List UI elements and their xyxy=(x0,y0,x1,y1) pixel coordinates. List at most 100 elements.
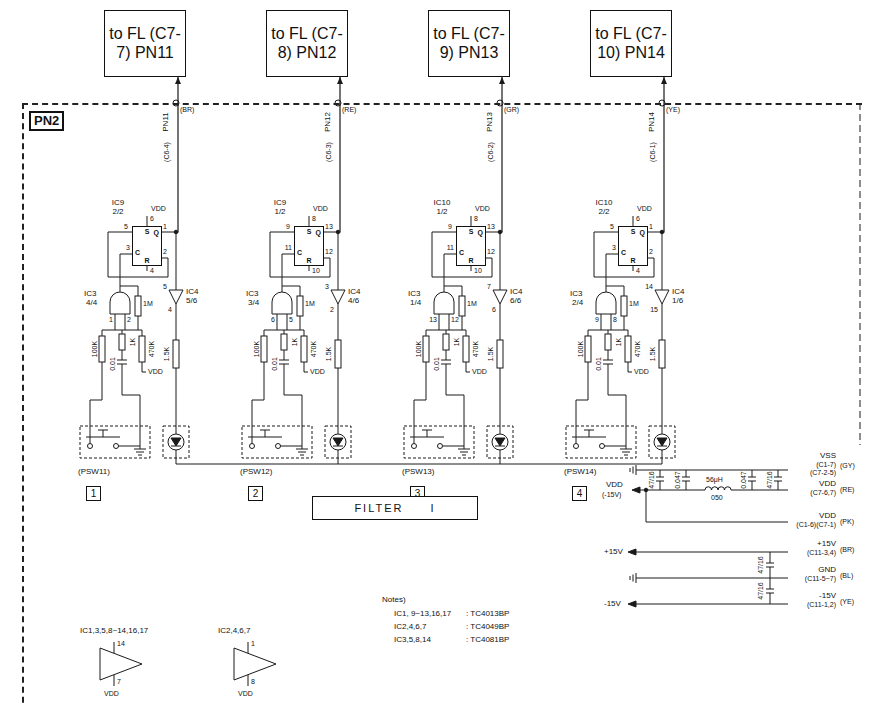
schematic-label: 6 xyxy=(271,316,275,323)
schematic-label: 8 xyxy=(613,316,617,323)
wire xyxy=(588,330,589,336)
schematic-label: 1 xyxy=(649,223,653,230)
schematic-label: 6 xyxy=(150,215,154,222)
schematic-label: 7 xyxy=(487,283,491,290)
schematic-label: 8 xyxy=(474,215,478,222)
schematic-label: 6 xyxy=(492,306,496,313)
switch-symbol xyxy=(260,430,270,431)
schematic-label: (C6-1) xyxy=(649,142,656,162)
schematic-label: 470K xyxy=(634,341,641,357)
wire xyxy=(248,642,249,653)
wire xyxy=(500,450,501,464)
wire xyxy=(770,593,771,604)
led-symbol xyxy=(168,434,184,450)
schematic-label: (C11-3,4) xyxy=(807,549,836,556)
pin-function: Q xyxy=(154,229,159,236)
switch-symbol xyxy=(589,430,590,437)
common-bus xyxy=(176,464,662,465)
wire xyxy=(338,232,339,290)
schematic-label: 5 xyxy=(289,316,293,323)
resistor-symbol xyxy=(135,296,141,316)
schematic-label: 3 xyxy=(126,244,130,251)
ground-symbol xyxy=(630,468,631,472)
diode-symbol xyxy=(495,438,505,446)
schematic-label: 9 xyxy=(595,316,599,323)
schematic-label: (PSW13) xyxy=(402,468,434,476)
resistor-symbol xyxy=(585,336,591,362)
schematic-label: 8 xyxy=(251,678,255,685)
wire xyxy=(338,368,339,434)
schematic-label: (C7-2-5) xyxy=(810,469,836,476)
section-title: FILTER I xyxy=(354,502,435,514)
schematic-label: 470K xyxy=(472,341,479,357)
schematic-label: 14 xyxy=(645,283,653,290)
wire xyxy=(770,552,771,563)
wire xyxy=(636,578,788,579)
flip-flop-chip: IC10 1/2SCRQ xyxy=(456,226,486,266)
pin-function: R xyxy=(619,257,647,264)
schematic-label: IC4 xyxy=(186,288,198,296)
pin-function: Q xyxy=(478,229,483,236)
wire xyxy=(608,364,626,449)
schematic-label: Notes) xyxy=(382,596,406,604)
wire xyxy=(636,552,788,553)
schematic-label: 11 xyxy=(285,244,292,251)
schematic-label: 56μH xyxy=(706,476,723,483)
schematic-label: 12 xyxy=(487,248,495,255)
schematic-label: IC3,5,8,14 xyxy=(394,636,431,644)
schematic-label: 1 xyxy=(163,223,167,230)
diode-symbol xyxy=(333,446,343,447)
diode-symbol xyxy=(333,438,343,446)
schematic-label: VDD xyxy=(637,205,652,212)
capacitor-symbol xyxy=(441,360,451,361)
wire xyxy=(662,304,663,340)
wire xyxy=(466,362,470,372)
switch-contact xyxy=(276,444,281,449)
wire xyxy=(605,446,627,447)
schematic-label: (C1-7) xyxy=(816,461,836,468)
capacitor-symbol xyxy=(603,360,613,361)
wire xyxy=(686,470,687,477)
wire xyxy=(114,642,115,653)
schematic-label: (PSW14) xyxy=(564,468,596,476)
wire xyxy=(500,304,501,340)
wire xyxy=(287,314,288,330)
schematic-label: 11 xyxy=(447,244,454,251)
schematic-label: PN13 xyxy=(486,112,494,132)
wire xyxy=(500,232,501,290)
and-gate-symbol xyxy=(110,292,130,314)
wire xyxy=(122,330,123,334)
schematic-label: 8 xyxy=(312,215,316,222)
schematic-label: 470K xyxy=(310,341,317,357)
schematic-label: 5 xyxy=(163,283,167,290)
wire xyxy=(576,362,588,444)
wire xyxy=(686,481,687,490)
schematic-label: 1K xyxy=(453,338,460,347)
resistor-symbol xyxy=(119,334,125,350)
schematic-label: 100K xyxy=(577,341,584,357)
arrow-head xyxy=(632,487,640,493)
wire xyxy=(304,330,305,336)
schematic-label: 100K xyxy=(253,341,260,357)
schematic-label: IC2,4,6,7 xyxy=(394,623,426,631)
ground-symbol xyxy=(630,576,631,580)
schematic-label: (GY) xyxy=(840,462,855,469)
wire xyxy=(770,567,771,578)
schematic-label: 10 xyxy=(312,267,320,274)
destination-box: to FL (C7-7) PN11 xyxy=(104,10,186,77)
wire xyxy=(662,232,663,290)
ground-symbol xyxy=(633,467,634,474)
wire xyxy=(120,286,138,296)
callout-number: 2 xyxy=(249,487,262,500)
pin-function: R xyxy=(133,257,161,264)
wire xyxy=(277,314,278,330)
schematic-label: 47/16 xyxy=(757,582,764,600)
wire xyxy=(636,470,788,471)
schematic-label: 12 xyxy=(451,316,459,323)
switch-contact xyxy=(600,444,605,449)
wire xyxy=(446,364,464,449)
resistor-symbol xyxy=(463,336,469,362)
schematic-label: VDD xyxy=(313,205,328,212)
capacitor-symbol xyxy=(766,589,774,590)
